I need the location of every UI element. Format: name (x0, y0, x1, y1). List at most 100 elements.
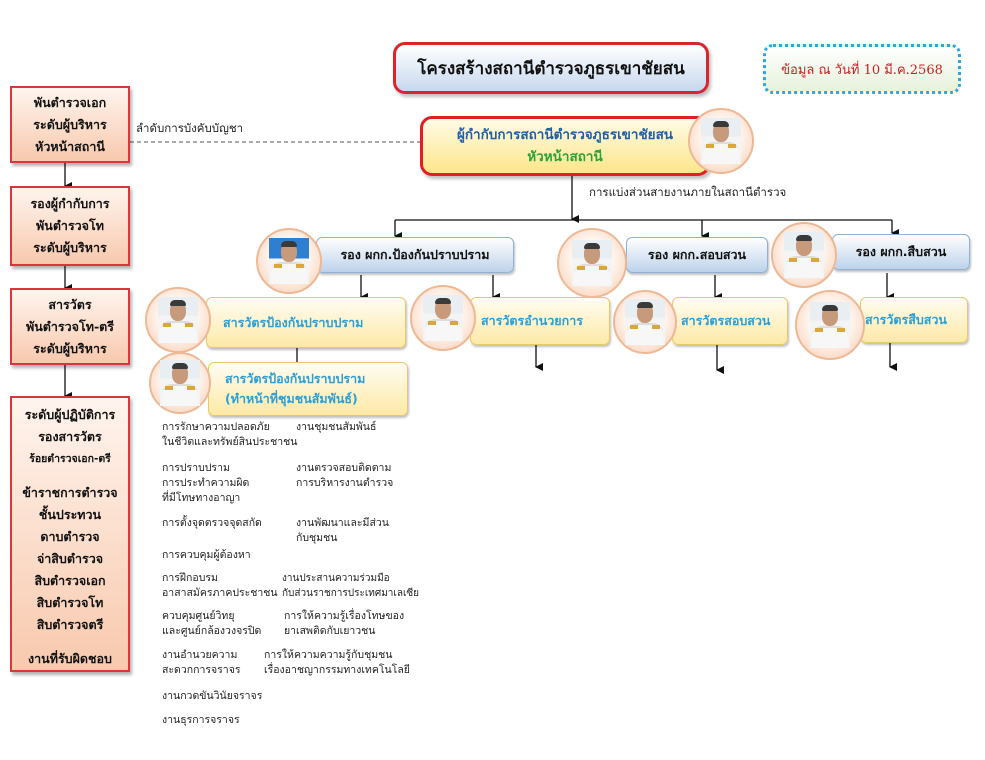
task-item: งานเทคโนโลยีสารสนเทศ และการสื่อสาร (468, 493, 584, 520)
officer-photo-icon (572, 240, 612, 286)
task-item: งานดูและรักษาและ ตรวจสอบของกลางในคดี (643, 625, 756, 652)
date-note: ข้อมูล ณ วันที่ 10 มี.ค.2568 (763, 44, 961, 94)
task-item: พนักงานสอบสวน (643, 556, 721, 569)
task-item: การรักษาความปลอดภัย ในชีวิตและทรัพย์สินป… (162, 421, 298, 448)
task-item: งานพัสดุ พลาธิการ สรรพาวุธ (468, 448, 600, 460)
task-item: งานประชาสัมพันธ์ (468, 552, 552, 565)
deputy-box-inquiry: รอง ผกก.สอบสวน (626, 237, 768, 273)
rank-line: สารวัตร (48, 296, 92, 312)
rank-line: สิบตำรวจโท (36, 595, 104, 610)
task-item-text: ประวัติอาชญากรรม (643, 601, 733, 614)
task-item: งานกวดขันวินัยจราจร (162, 690, 263, 702)
task-item: งานปกปิดคุ้มครอง แหล่งข่าวและพยาน (829, 539, 919, 566)
inspector-label: สารวัตรป้องกันปราบปราม (225, 371, 366, 386)
task-item: ดำเนินการตามศูนย์ปราบ ปรามอาชญากรรมต่าง … (829, 576, 943, 603)
officer-photo-icon (810, 302, 850, 348)
rank-box-inspector: สารวัตร พันตำรวจโท-ตรี ระดับผู้บริหาร (10, 288, 130, 365)
rank-line: พันตำรวจโท-ตรี (26, 318, 114, 334)
task-item: การให้ความความรู้กับชุมชน เรื่องอาชญากรร… (264, 649, 410, 676)
deputy-avatar-investigation (771, 222, 837, 288)
task-item: งานผู้ช่วยพนักงานสอบสวน (643, 421, 765, 434)
task-item: เสมียนเปรียบเทียบปรับ (643, 466, 745, 479)
title-text: โครงสร้างสถานีตำรวจภูธรเขาชัยสน (417, 58, 685, 79)
task-item: งานพัฒนาและมีส่วน กับชุมชน (296, 517, 389, 544)
deputy-label: รอง ผกก.สอบสวน (647, 247, 747, 262)
chart-title: โครงสร้างสถานีตำรวจภูธรเขาชัยสน (393, 42, 709, 94)
inspector-box-inquiry: สารวัตรสอบสวน (672, 297, 788, 345)
inspector-label: สารวัตรอำนวยการ (481, 313, 583, 328)
inspector-avatar-community (149, 352, 211, 414)
panel-administration: งานนโยบายและแผนปฏิบัติการ งานกำลังพล งาน… (452, 370, 618, 684)
division-line-label: การแบ่งส่วนสายงานภายในสถานีตำรวจ (589, 185, 787, 199)
date-note-text: ข้อมูล ณ วันที่ 10 มี.ค.2568 (781, 62, 943, 78)
task-item: การให้ความรู้เรื่องโทษของ ยาเสพติดกับเยา… (284, 610, 405, 637)
task-item: งานชุมชนสัมพันธ์ (296, 421, 377, 433)
task-item: งานจับกุมตามหมายจับ (829, 516, 932, 529)
inspector-box-prevention: สารวัตรป้องกันปราบปราม (206, 297, 406, 348)
rank-box-deputy: รองผู้กำกับการ พันตำรวจโท ระดับผู้บริหาร (10, 186, 130, 266)
officer-photo-icon (423, 295, 463, 341)
inspector-label: (ทำหน้าที่ชุมชนสัมพันธ์) (225, 391, 358, 406)
rank-footer: งานที่รับผิดชอบ (28, 651, 112, 666)
task-item: งานธุรการจราจร (162, 714, 240, 726)
task-item: การฝึกอบรม อาสาสมัครภาคประชาชน (162, 572, 278, 599)
deputy-label: รอง ผกก.สืบสวน (855, 244, 947, 259)
task-item: งานสืบสวนการกระทำผิด ตามประมวลกฎหมายอาญา (829, 383, 953, 410)
task-item: งานธุรการทางคดี (643, 399, 723, 411)
chief-title: ผู้กำกับการสถานีตำรวจภูธรเขาชัยสน (456, 127, 674, 143)
task-item: งานประสานความร่วมมือ กับส่วนราชการประเทศ… (282, 573, 420, 599)
inspector-label: สารวัตรสอบสวน (681, 313, 771, 328)
inspector-avatar-investigation (795, 290, 865, 360)
officer-photo-icon (160, 360, 200, 406)
task-item: เสมียนคดี (643, 489, 688, 501)
rank-line: รองผู้กำกับการ (30, 196, 110, 211)
inspector-box-administration: สารวัตรอำนวยการ (470, 297, 610, 345)
inspector-avatar-inquiry (613, 290, 677, 354)
task-item: งานงบประมาณและการเงิน (468, 470, 592, 483)
inspector-box-community: สารวัตรป้องกันปราบปราม (ทำหน้าที่ชุมชนสั… (208, 362, 408, 416)
task-item: การควบคุมผู้ต้องหา (162, 549, 251, 561)
task-item: งานนโยบายและแผนปฏิบัติการ (468, 403, 608, 415)
rank-box-operational: ระดับผู้ปฏิบัติการ รองสารวัตร ร้อยตำรวจเ… (10, 396, 130, 672)
task-item: งานอำนวยความ สะดวกการจราจร (162, 649, 241, 676)
deputy-box-prevention: รอง ผกก.ป้องกันปราบปราม (316, 237, 514, 273)
task-item: งานขยายผลและการจับกุม (829, 613, 948, 625)
task-item: งานสวัสดิการ (468, 530, 530, 542)
rank-line: ระดับผู้บริหาร (33, 340, 107, 356)
officer-photo-icon (625, 299, 665, 345)
task-item: งานควบคุมผู้ต้องหาส่งศาล (643, 444, 763, 456)
deputy-avatar-prevention (256, 228, 322, 294)
task-item: ควบคุมศูนย์วิทยุ และศูนย์กล้องวงจรปิด (162, 610, 262, 637)
panel-investigation: งานสืบสวนการกระทำผิด ตามประมวลกฎหมายอาญา… (813, 370, 976, 706)
rank-line: หัวหน้าสถานี (35, 138, 105, 154)
deputy-avatar-inquiry (557, 228, 627, 298)
inspector-avatar-administration (410, 285, 476, 351)
inspector-box-investigation: สารวัตรสืบสวน (860, 297, 968, 343)
rank-line: จ่าสิบตำรวจ (36, 551, 104, 566)
rank-line: ระดับผู้บริหาร (33, 116, 107, 132)
rank-box-superintendent: พันตำรวจเอก ระดับผู้บริหาร หัวหน้าสถานี (10, 86, 130, 163)
task-item: ประวัติอาชญากรรม(พิมพ์ลายนิ้วมือ) (643, 601, 794, 617)
task-item-note: (พิมพ์ลายนิ้วมือ) (732, 604, 782, 613)
task-item: งานสืบสวนหาข่าว (829, 420, 912, 432)
rank-line: สิบตำรวจตรี (36, 617, 104, 632)
deputy-label: รอง ผกก.ป้องกันปราบปราม (340, 247, 490, 262)
rank-line: ระดับผู้บริหาร (33, 240, 107, 255)
rank-line: พันตำรวจเอก (33, 94, 107, 110)
task-item: งานตรวจสอบติดตาม การบริหารงานตำรวจ (296, 462, 394, 489)
task-item: เสมียนประจำวัน (643, 511, 717, 524)
task-item: งานธุรการสืบสวน (829, 635, 910, 648)
rank-line: ข้าราชการตำรวจ (22, 485, 118, 500)
task-item: การปราบปราม การประทำความผิด ที่มีโทษทางอ… (162, 462, 250, 504)
task-item: งานเอกสารราชการต่าง ๆ (468, 612, 584, 624)
rank-line: สิบตำรวจเอก (34, 573, 106, 588)
officer-photo-icon (784, 232, 824, 278)
command-line-label: ลำดับการบังคับบัญชา (136, 121, 244, 135)
task-item: งานวางแผนงานสืบสวน (829, 442, 935, 455)
task-item: การตั้งจุดตรวจจุดสกัด (162, 517, 262, 529)
task-item: การดำเนินการเพื่อให้ประชาชนมี ส่วนร่วมใน… (829, 465, 963, 505)
inspector-label: สารวัตรป้องกันปราบปราม (223, 314, 364, 330)
rank-line-small: ร้อยตำรวจเอก-ตรี (29, 453, 111, 465)
rank-line: รองสารวัตร (38, 429, 102, 444)
